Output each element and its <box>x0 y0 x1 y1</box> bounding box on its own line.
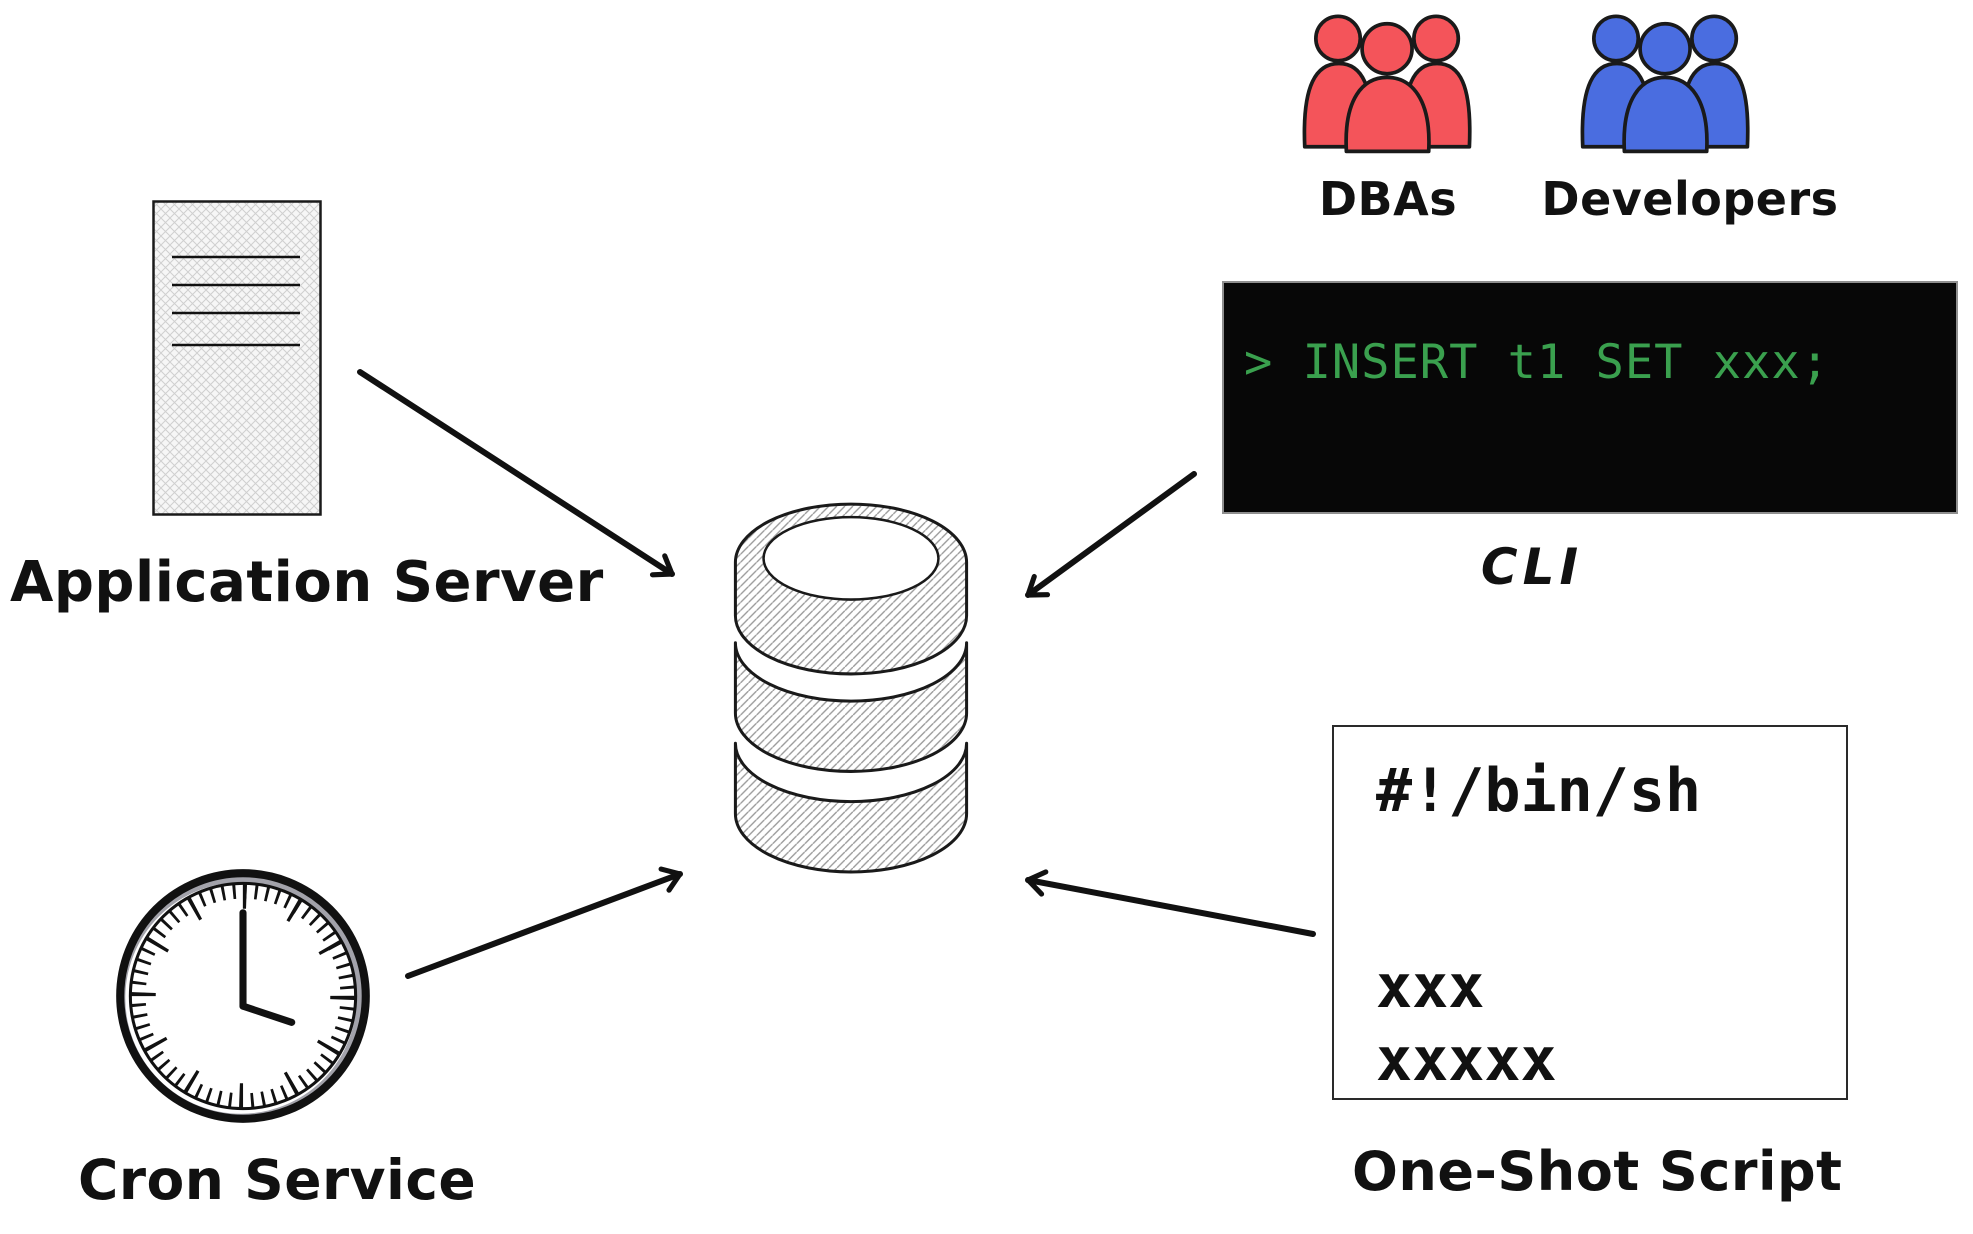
arrow-cron-to-db <box>405 866 683 979</box>
clock-icon <box>116 869 370 1123</box>
developers-people-icon <box>1580 14 1750 154</box>
script-line: xxxxx <box>1376 1025 1557 1095</box>
script-line: xxx <box>1376 952 1485 1022</box>
arrow-cli-to-db <box>1025 471 1197 598</box>
dbas-label: DBAs <box>1318 172 1458 226</box>
developers-label: Developers <box>1541 172 1839 226</box>
application-server-label: Application Server <box>10 550 604 615</box>
dbas-people-icon <box>1302 14 1472 154</box>
cli-command-text: > INSERT t1 SET xxx; <box>1244 335 1830 390</box>
cli-label: CLI <box>1480 538 1584 596</box>
database-cylinder-icon <box>733 502 969 874</box>
one-shot-script-box: #!/bin/sh xxx xxxxx <box>1332 725 1848 1100</box>
arrow-appserver-to-db <box>357 369 675 578</box>
document-icon <box>152 200 322 516</box>
cli-terminal-window: > INSERT t1 SET xxx; <box>1222 281 1958 514</box>
script-shebang-line: #!/bin/sh <box>1376 756 1702 826</box>
cron-service-label: Cron Service <box>78 1148 477 1212</box>
one-shot-script-label: One-Shot Script <box>1352 1140 1843 1203</box>
arrow-script-to-db <box>1025 869 1316 937</box>
